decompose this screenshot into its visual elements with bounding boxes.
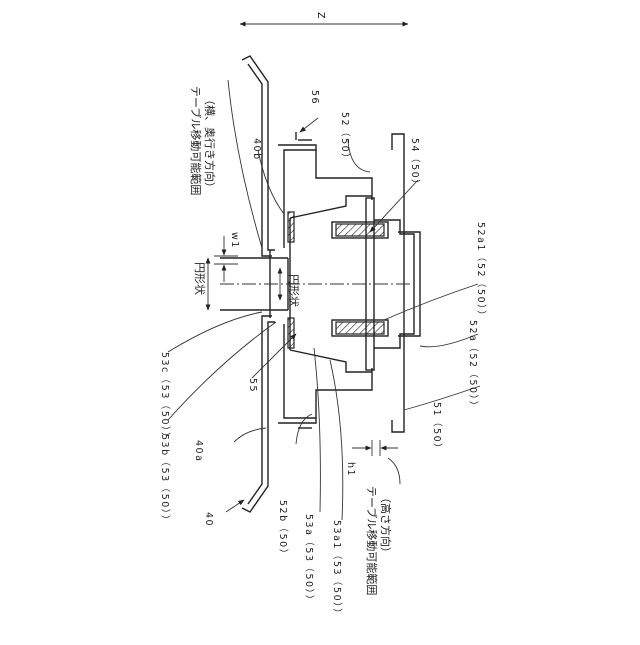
label-55: 55 [247,378,258,393]
dimension-h1 [352,440,398,456]
z-axis: Z [240,12,408,24]
label-54: 54（50） [409,138,421,190]
label-40a: 40a [193,440,204,462]
label-53c: 53c（53（50）） [159,352,171,443]
label-40: 40 [203,512,214,527]
label-h1: h1 [345,462,356,477]
label-w1: w1 [229,232,240,249]
label-40b: 40b [251,138,262,161]
label-52a1: 52a1（52（50）） [475,222,487,321]
label-range-top-1: テーブル移動可能範囲 [189,86,203,195]
label-53a1: 53a1（53（50）） [331,520,343,619]
labels: テーブル移動可能範囲 （横、奥行き方向） w1 円形状 円形状 56 52（50… [159,86,487,619]
label-range-bottom-1: テーブル移動可能範囲 [365,486,379,595]
label-range-top-2: （横、奥行き方向） [203,94,217,193]
label-circular-center: 円形状 [287,274,301,307]
hatched-parts [288,212,388,348]
label-52-top: 52（50） [339,112,351,164]
label-52b: 52b（50） [277,500,289,560]
z-label: Z [315,12,326,20]
label-52a: 52a（52（50）） [467,320,479,412]
label-56: 56 [309,90,320,105]
label-circular-left: 円形状 [193,262,207,295]
central-shaft [220,250,410,318]
label-53a: 53a（53（50）） [303,514,315,606]
label-range-bottom-2: （高さ方向） [379,492,393,558]
label-51: 51（50） [431,402,443,454]
label-53b: 53b（53（50）） [159,434,171,526]
